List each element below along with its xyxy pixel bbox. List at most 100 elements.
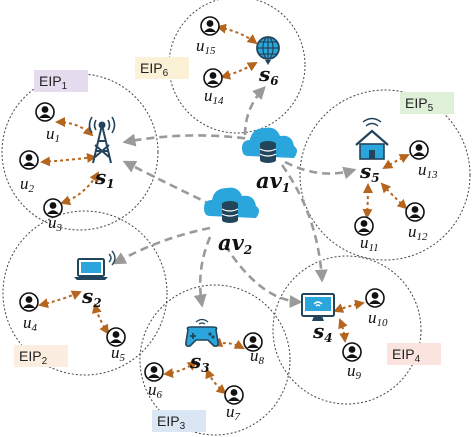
eip6-label: EIP	[140, 60, 163, 76]
cell-tower-icon	[88, 116, 116, 164]
user-u4-icon	[19, 292, 39, 312]
eip4-tag-bg	[387, 343, 441, 365]
link-u11-s5	[362, 183, 373, 219]
av-links	[112, 86, 357, 308]
eip5-label: EIP	[405, 95, 428, 111]
svg-text:EIP6: EIP6	[140, 60, 169, 79]
server-s3-label: s	[189, 349, 201, 373]
link-av2-s2	[112, 226, 211, 265]
eip3-tag: EIP3	[152, 410, 206, 432]
link-u6-s3	[163, 360, 198, 379]
link-av2-s3	[193, 236, 212, 308]
link-u5-s2	[91, 303, 110, 335]
user-u2-icon	[19, 150, 39, 170]
user-u6-label: u	[148, 380, 157, 399]
user-u1-text: u1	[46, 124, 60, 145]
user-u3-label: u	[48, 213, 57, 232]
eip2-tag: EIP2	[14, 345, 68, 367]
user-u4-text: u4	[23, 313, 38, 334]
server-s3-sub: 3	[201, 361, 209, 375]
user-u11-sub: 11	[369, 242, 379, 254]
eip1-tag: EIP1	[34, 70, 88, 92]
user-u9-text: u9	[347, 361, 362, 382]
user-u9-sub: 9	[356, 370, 362, 382]
svg-text:EIP4: EIP4	[392, 346, 421, 365]
user-u15-label: u	[196, 36, 205, 55]
server-s5-label: s	[359, 159, 371, 183]
user-u9-label: u	[347, 361, 356, 380]
user-u1-icon	[35, 102, 55, 122]
cloud-database-icon	[204, 187, 259, 223]
server-s4-sub: 4	[324, 331, 332, 345]
link-u2-s1	[40, 152, 97, 167]
region-eip1-boundary	[1, 73, 159, 231]
user-u14-icon	[203, 68, 223, 88]
eip5-tag: EIP5	[400, 92, 454, 114]
server-s5-text: s5	[359, 159, 380, 185]
svg-text:EIP1: EIP1	[39, 73, 68, 92]
server-s4-label: s	[312, 319, 324, 343]
svg-text:EIP2: EIP2	[19, 348, 48, 367]
server-s2-text: s2	[81, 284, 102, 310]
user-u6-sub: 6	[157, 389, 163, 401]
user-u14-label: u	[204, 86, 213, 105]
av2-text: av2	[218, 230, 252, 257]
link-u12-s5	[380, 182, 408, 210]
server-s5-sub: 5	[371, 171, 379, 185]
user-u10-sub: 10	[377, 317, 389, 329]
link-u1-s1	[55, 117, 94, 137]
server-s2-sub: 2	[92, 296, 101, 310]
server-s1-label: s	[94, 165, 106, 189]
region-eip2-boundary	[2, 210, 168, 376]
user-u12-label: u	[408, 222, 417, 241]
eip1-tag-bg	[34, 70, 88, 92]
link-u13-s5	[382, 154, 410, 170]
av1-text: av1	[256, 168, 290, 195]
globe-icon	[256, 36, 280, 65]
user-u15-text: u15	[196, 36, 216, 57]
link-u10-s4	[333, 299, 365, 313]
user-u11-label: u	[360, 233, 369, 252]
user-u10-icon	[365, 288, 385, 308]
link-av1-s6	[243, 86, 266, 136]
user-u4-label: u	[23, 313, 32, 332]
link-av1-s5	[284, 160, 357, 180]
svg-text:EIP3: EIP3	[157, 413, 186, 432]
user-u5-label: u	[111, 343, 120, 362]
user-u6-icon	[144, 362, 164, 382]
user-u8-sub: 8	[259, 355, 265, 367]
eip5-tag-bg	[400, 92, 454, 114]
user-u2-text: u2	[20, 174, 35, 195]
user-u14-sub: 14	[213, 95, 225, 107]
link-u14-s6	[220, 62, 258, 80]
server-s1-text: s1	[94, 165, 115, 191]
user-u12-text: u12	[408, 222, 428, 243]
eip1-label: EIP	[39, 73, 62, 89]
user-u12-icon	[405, 202, 425, 222]
av1-label: av	[256, 168, 283, 193]
region-eip5-boundary	[299, 89, 471, 261]
user-u14-text: u14	[204, 86, 224, 107]
user-u15-sub: 15	[205, 45, 217, 57]
region-eip4-boundary	[272, 255, 422, 405]
av1-sub: 1	[282, 181, 290, 195]
eip2-sub: 2	[42, 356, 48, 367]
eip3-label: EIP	[157, 413, 180, 429]
user-u5-text: u5	[111, 343, 126, 364]
link-av2-s4	[223, 244, 303, 308]
av2-sub: 2	[243, 243, 252, 257]
user-u9-icon	[342, 342, 362, 362]
eip6-tag-bg	[135, 57, 189, 79]
server-s1-sub: 1	[106, 177, 114, 191]
region-eip3-boundary	[139, 284, 291, 436]
user-u8-text: u8	[250, 346, 265, 367]
user-u11-text: u11	[360, 233, 379, 254]
monitor-icon	[301, 293, 335, 321]
user-u7-sub: 7	[235, 411, 241, 423]
eip4-label: EIP	[392, 346, 415, 362]
user-u13-text: u13	[418, 160, 438, 181]
user-u7-text: u7	[226, 402, 241, 423]
user-u13-label: u	[418, 160, 427, 179]
